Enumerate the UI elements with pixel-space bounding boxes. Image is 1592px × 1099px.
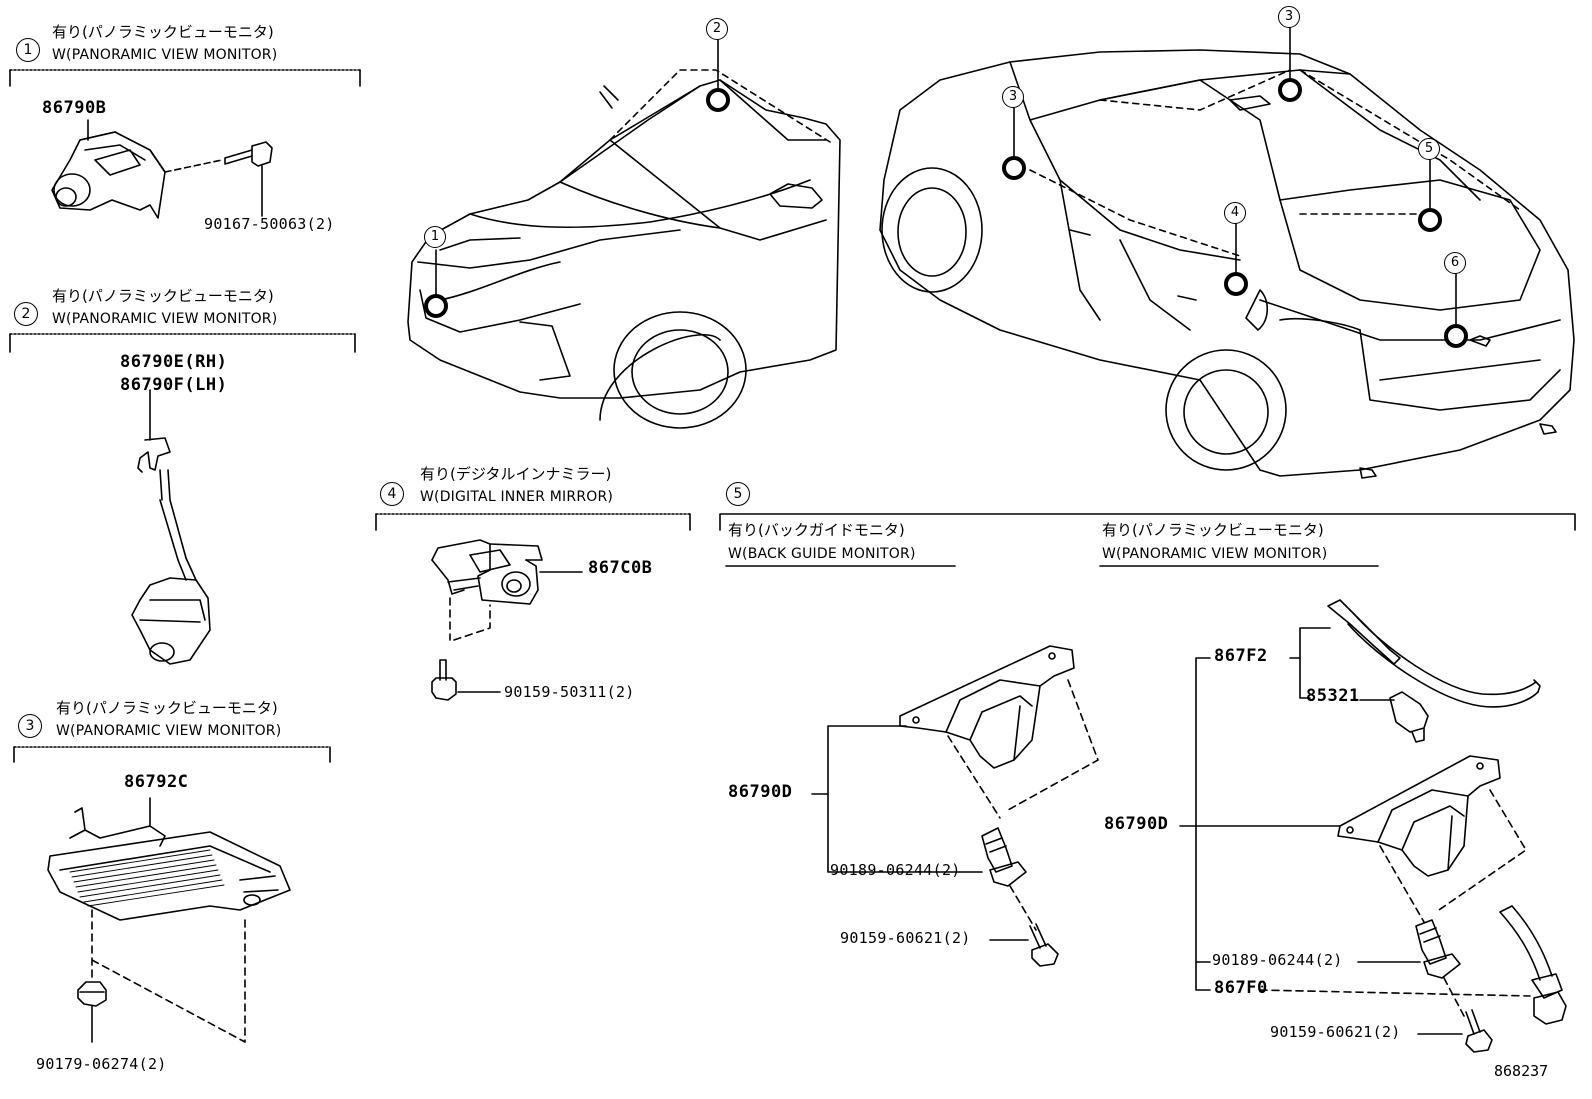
part-86792C[interactable]: 86792C	[124, 772, 189, 792]
section-5-number: 5	[726, 482, 750, 506]
bolt-90167-drawing	[224, 141, 273, 167]
screw-90159-50311-drawing	[431, 659, 457, 701]
marker-rear-3b	[1278, 78, 1302, 102]
front-car-illustration	[407, 79, 841, 429]
illustration-reference-number: 868237	[1494, 1062, 1549, 1080]
section-3-title-en: W(PANORAMIC VIEW MONITOR)	[56, 723, 282, 739]
marker-rear-4	[1224, 272, 1248, 296]
section-4-title-jp: 有り(デジタルインナミラー)	[420, 465, 612, 483]
part-85321[interactable]: 85321	[1306, 686, 1360, 706]
section-2-title-jp: 有り(パノラミックビューモニタ)	[52, 287, 274, 305]
back-camera-86790D-right-drawing	[1337, 755, 1501, 877]
section-2-number: 2	[14, 302, 38, 326]
dash-867C0B-screw	[449, 597, 491, 641]
back-camera-86790D-left-drawing	[899, 645, 1075, 769]
side-camera-86790EF-drawing	[131, 437, 211, 665]
callout-front-2[interactable]: 2	[706, 18, 728, 40]
dash-86790D-right	[1379, 789, 1527, 923]
part-90189-06244-back-guide[interactable]: 90189-06244(2)	[830, 861, 961, 879]
screw-90159-60621-right-drawing	[1465, 1009, 1493, 1053]
part-86790F-LH[interactable]: 86790F(LH)	[120, 375, 228, 395]
dash-86790D-left	[947, 679, 1099, 819]
section-1-title-jp: 有り(パノラミックビューモニタ)	[52, 23, 274, 41]
screw-90159-60621-left-drawing	[1029, 923, 1059, 967]
callout-rear-4[interactable]: 4	[1224, 202, 1246, 224]
dash-clip-screw-right	[1443, 977, 1465, 1017]
part-90167-50063[interactable]: 90167-50063(2)	[204, 215, 335, 233]
marker-rear-6	[1444, 324, 1468, 348]
section-3-number: 3	[18, 714, 42, 738]
part-867C0B[interactable]: 867C0B	[588, 558, 653, 578]
ecu-86792C-drawing	[47, 807, 291, 921]
callout-rear-6[interactable]: 6	[1444, 252, 1466, 274]
dash-ecu-nut	[91, 909, 246, 1043]
part-86790E-RH[interactable]: 86790E(RH)	[120, 352, 228, 372]
connector-867F0-drawing	[1499, 905, 1567, 1025]
section-5-right-title-jp: 有り(パノラミックビューモニタ)	[1102, 521, 1324, 539]
rear-car-illustration	[879, 49, 1575, 479]
section-1-title-en: W(PANORAMIC VIEW MONITOR)	[52, 47, 278, 63]
callout-rear-3a[interactable]: 3	[1002, 86, 1024, 108]
part-90179-06274[interactable]: 90179-06274(2)	[36, 1055, 167, 1073]
part-90189-06244-panoramic[interactable]: 90189-06244(2)	[1212, 951, 1343, 969]
part-90159-60621-back-guide[interactable]: 90159-60621(2)	[840, 929, 971, 947]
section-5-bracket	[719, 513, 1576, 531]
section-4-number: 4	[380, 482, 404, 506]
part-867F0[interactable]: 867F0	[1214, 978, 1268, 998]
nut-90179-drawing	[77, 981, 107, 1007]
section-2-title-en: W(PANORAMIC VIEW MONITOR)	[52, 311, 278, 327]
part-86790D-back-guide[interactable]: 86790D	[728, 782, 793, 802]
bracket-867F2	[1289, 627, 1331, 699]
marker-rear-3a	[1002, 156, 1026, 180]
harness-867F2-drawing	[1327, 599, 1541, 708]
section-5-right-title-en: W(PANORAMIC VIEW MONITOR)	[1102, 546, 1328, 562]
callout-rear-3b[interactable]: 3	[1278, 6, 1300, 28]
bracket-right	[1179, 657, 1341, 991]
part-86790D-panoramic[interactable]: 86790D	[1104, 814, 1169, 834]
clip-90189-right-drawing	[1415, 919, 1461, 979]
clip-90189-left-drawing	[981, 827, 1027, 887]
marker-front-2	[706, 88, 730, 112]
dash-front-windshield	[609, 69, 831, 143]
part-867F2[interactable]: 867F2	[1214, 646, 1268, 666]
dash-rear-window	[1029, 69, 1521, 257]
mirror-camera-867C0B-drawing	[431, 539, 543, 605]
connector-85321-drawing	[1389, 691, 1429, 743]
marker-rear-5	[1418, 208, 1442, 232]
section-1-number: 1	[16, 38, 40, 62]
section-1-bracket-ends	[9, 69, 361, 87]
part-86790B[interactable]: 86790B	[42, 98, 107, 118]
section-3-title-jp: 有り(パノラミックビューモニタ)	[56, 699, 278, 717]
part-90159-60621-panoramic[interactable]: 90159-60621(2)	[1270, 1023, 1401, 1041]
dash-86790B-bolt	[164, 159, 223, 173]
part-90159-50311[interactable]: 90159-50311(2)	[504, 683, 635, 701]
section-5-left-title-jp: 有り(バックガイドモニタ)	[728, 521, 905, 539]
callout-front-1[interactable]: 1	[424, 226, 446, 248]
dash-clip-screw-left	[1009, 885, 1037, 931]
marker-front-1	[424, 294, 448, 318]
section-4-title-en: W(DIGITAL INNER MIRROR)	[420, 489, 614, 505]
section-5-left-title-en: W(BACK GUIDE MONITOR)	[728, 546, 916, 562]
bracket-86790D-left	[811, 725, 983, 873]
dash-867F0	[1259, 989, 1531, 997]
front-camera-86790B-drawing	[51, 131, 166, 219]
callout-rear-5[interactable]: 5	[1418, 138, 1440, 160]
